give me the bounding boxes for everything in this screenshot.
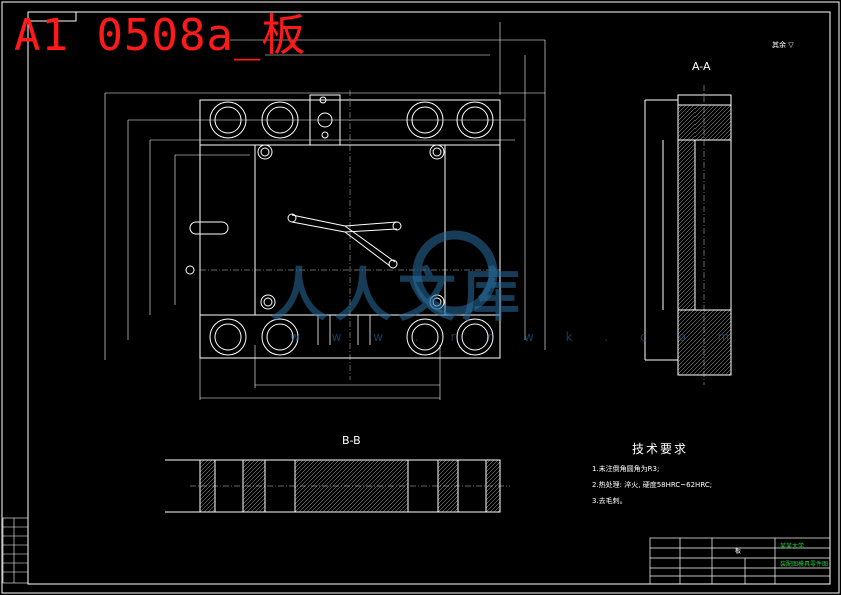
section-hatching <box>200 105 731 512</box>
sheet-inner-border <box>27 11 831 585</box>
title-block-school: 某某大学 <box>780 543 805 550</box>
surface-roughness-note: 其余 ▽ <box>772 41 794 49</box>
drawing-title-overlay: A1 0508a_板 <box>14 10 307 61</box>
tech-requirements-title: 技术要求 <box>632 442 689 456</box>
left-datum-mark <box>185 265 195 275</box>
center-block <box>309 94 341 146</box>
title-block <box>649 537 831 585</box>
tech-requirement-item: 3.去毛刺。 <box>592 497 627 505</box>
sheet-corner-box <box>27 11 77 22</box>
title-block-drawing-type: 装配图模具零件图 <box>780 561 829 568</box>
left-slot <box>189 221 229 235</box>
bottom-pillars <box>317 315 371 345</box>
guide-holes <box>209 96 494 356</box>
tech-requirement-item: 1.未注倒角圆角为R3; <box>592 465 660 473</box>
top-dimension-lines <box>104 22 546 400</box>
section-a-a-view <box>644 94 732 376</box>
revision-block <box>2 517 29 584</box>
tech-requirement-item: 2.热处理: 淬火, 硬度58HRC~62HRC; <box>592 481 713 489</box>
section-label-b-b: B-B <box>342 434 361 447</box>
section-label-a-a: A-A <box>692 60 711 73</box>
title-block-part-name: 板 <box>735 548 742 555</box>
runner-channel <box>287 213 402 269</box>
